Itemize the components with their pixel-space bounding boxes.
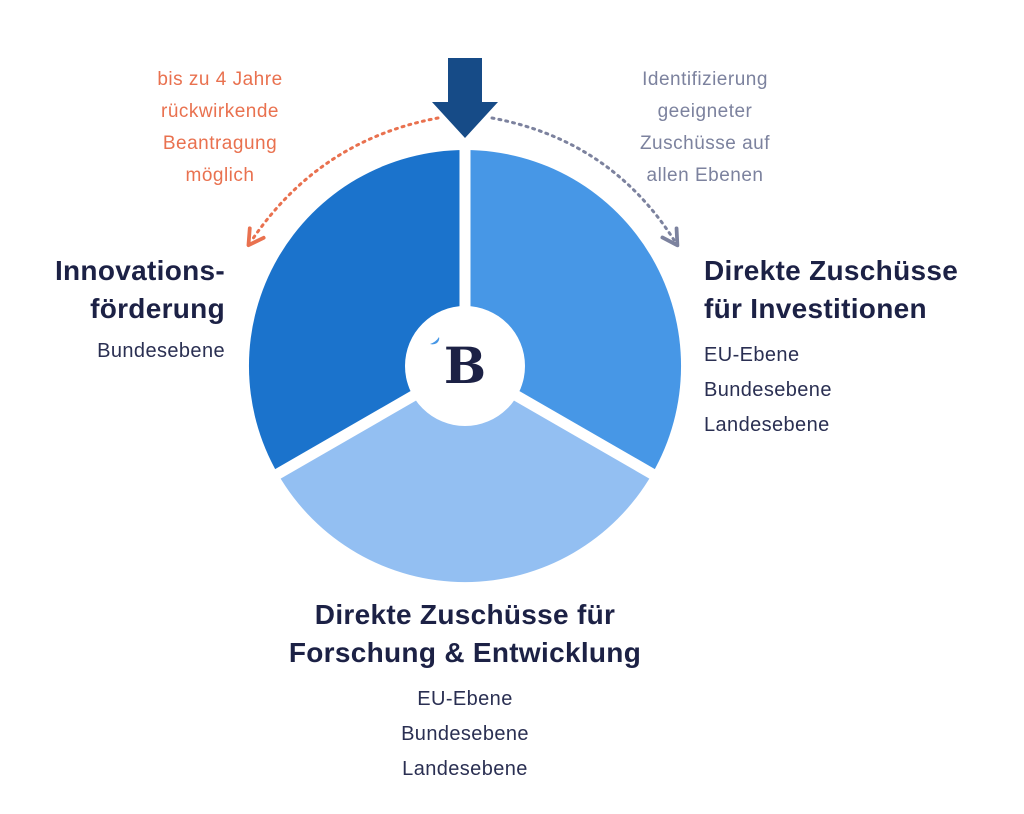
title-line: Innovations-	[54, 255, 225, 286]
note-line: Beantragung	[162, 133, 278, 154]
label-investitionen-levels: EU-Ebene Bundesebene Landesebene	[704, 338, 1014, 443]
level-item: Landesebene	[704, 414, 830, 436]
title-line: für Investitionen	[704, 293, 927, 324]
note-line: rückwirkende	[161, 101, 279, 122]
title-line: Direkte Zuschüsse	[704, 255, 959, 286]
note-line: möglich	[185, 165, 255, 186]
note-line: Zuschüsse auf	[639, 133, 771, 154]
down-arrow-icon	[432, 58, 498, 138]
note-identification: Identifizierung geeigneter Zuschüsse auf…	[605, 64, 805, 192]
note-retroactive: bis zu 4 Jahre rückwirkende Beantragung …	[130, 64, 310, 192]
label-forschung: Direkte Zuschüsse für Forschung & Entwic…	[215, 596, 715, 787]
level-item: EU-Ebene	[704, 344, 800, 366]
level-item: Bundesebene	[97, 340, 225, 362]
title-line: Forschung & Entwicklung	[288, 637, 642, 668]
level-item: Bundesebene	[401, 723, 529, 745]
title-line: Direkte Zuschüsse für	[314, 599, 616, 630]
level-item: EU-Ebene	[417, 688, 513, 710]
identification-arrow	[490, 116, 680, 248]
title-line: förderung	[90, 293, 225, 324]
label-forschung-levels: EU-Ebene Bundesebene Landesebene	[215, 682, 715, 787]
level-item: Landesebene	[402, 758, 528, 780]
note-line: bis zu 4 Jahre	[157, 69, 283, 90]
logo-accent-icon	[430, 337, 440, 345]
retroactive-arrow	[246, 116, 440, 248]
label-innovation-title: Innovations- förderung	[10, 252, 225, 328]
note-line: Identifizierung	[642, 69, 768, 90]
logo-letter: B	[443, 336, 487, 395]
label-investitionen: Direkte Zuschüsse für Investitionen EU-E…	[704, 252, 1014, 443]
note-line: geeigneter	[657, 101, 753, 122]
level-item: Bundesebene	[704, 379, 832, 401]
label-forschung-title: Direkte Zuschüsse für Forschung & Entwic…	[215, 596, 715, 672]
logo-circle	[405, 306, 525, 426]
label-investitionen-title: Direkte Zuschüsse für Investitionen	[704, 252, 1014, 328]
label-innovation: Innovations- förderung Bundesebene	[10, 252, 225, 369]
label-innovation-levels: Bundesebene	[10, 334, 225, 369]
note-line: allen Ebenen	[646, 165, 764, 186]
